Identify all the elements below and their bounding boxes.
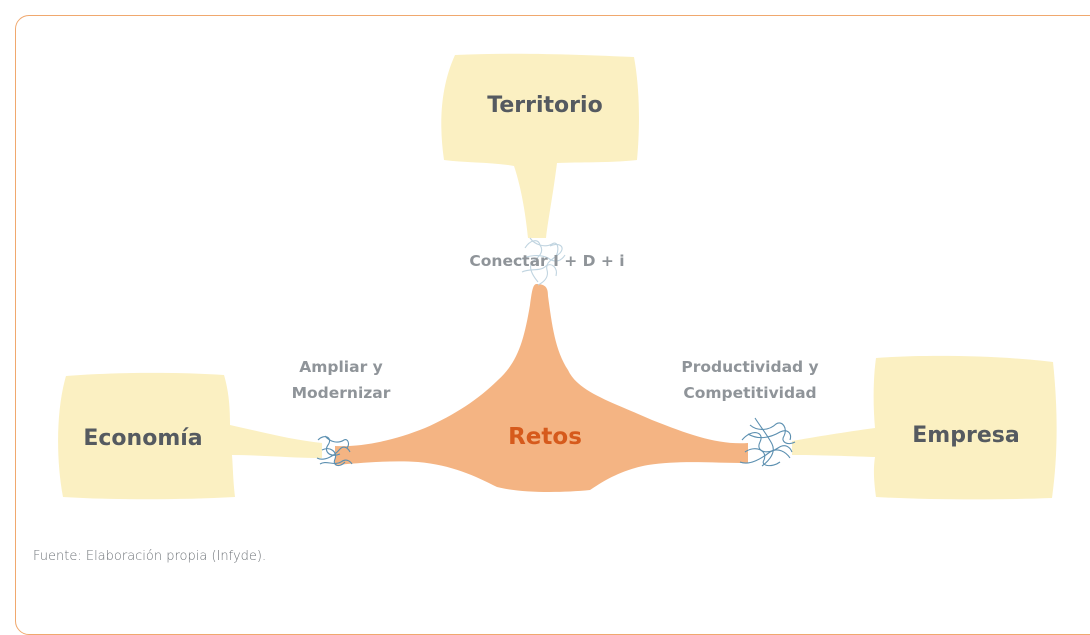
node-label-economia: Economía [83, 426, 202, 451]
fibers-top [519, 237, 566, 286]
node-label-territorio: Territorio [487, 93, 602, 118]
link-label-top: Conectar I + D + i [469, 252, 624, 270]
node-shape-territorio [441, 53, 639, 238]
fibers-left [316, 435, 353, 467]
link-label-left-line1: Ampliar y [299, 358, 382, 376]
node-shape-economia [58, 372, 323, 500]
link-label-right-line2: Competitividad [683, 384, 816, 402]
node-label-empresa: Empresa [912, 423, 1019, 448]
fibers-right [739, 417, 796, 467]
challenges-diagram: Territorio Economía Empresa Retos Conect… [58, 53, 1057, 500]
center-label-retos: Retos [508, 424, 582, 450]
link-label-right-line1: Productividad y [681, 358, 818, 376]
source-note: Fuente: Elaboración propia (Infyde). [33, 549, 267, 564]
node-shape-empresa [792, 355, 1057, 500]
center-shape-retos [335, 284, 748, 492]
link-label-left-line2: Modernizar [292, 384, 391, 402]
